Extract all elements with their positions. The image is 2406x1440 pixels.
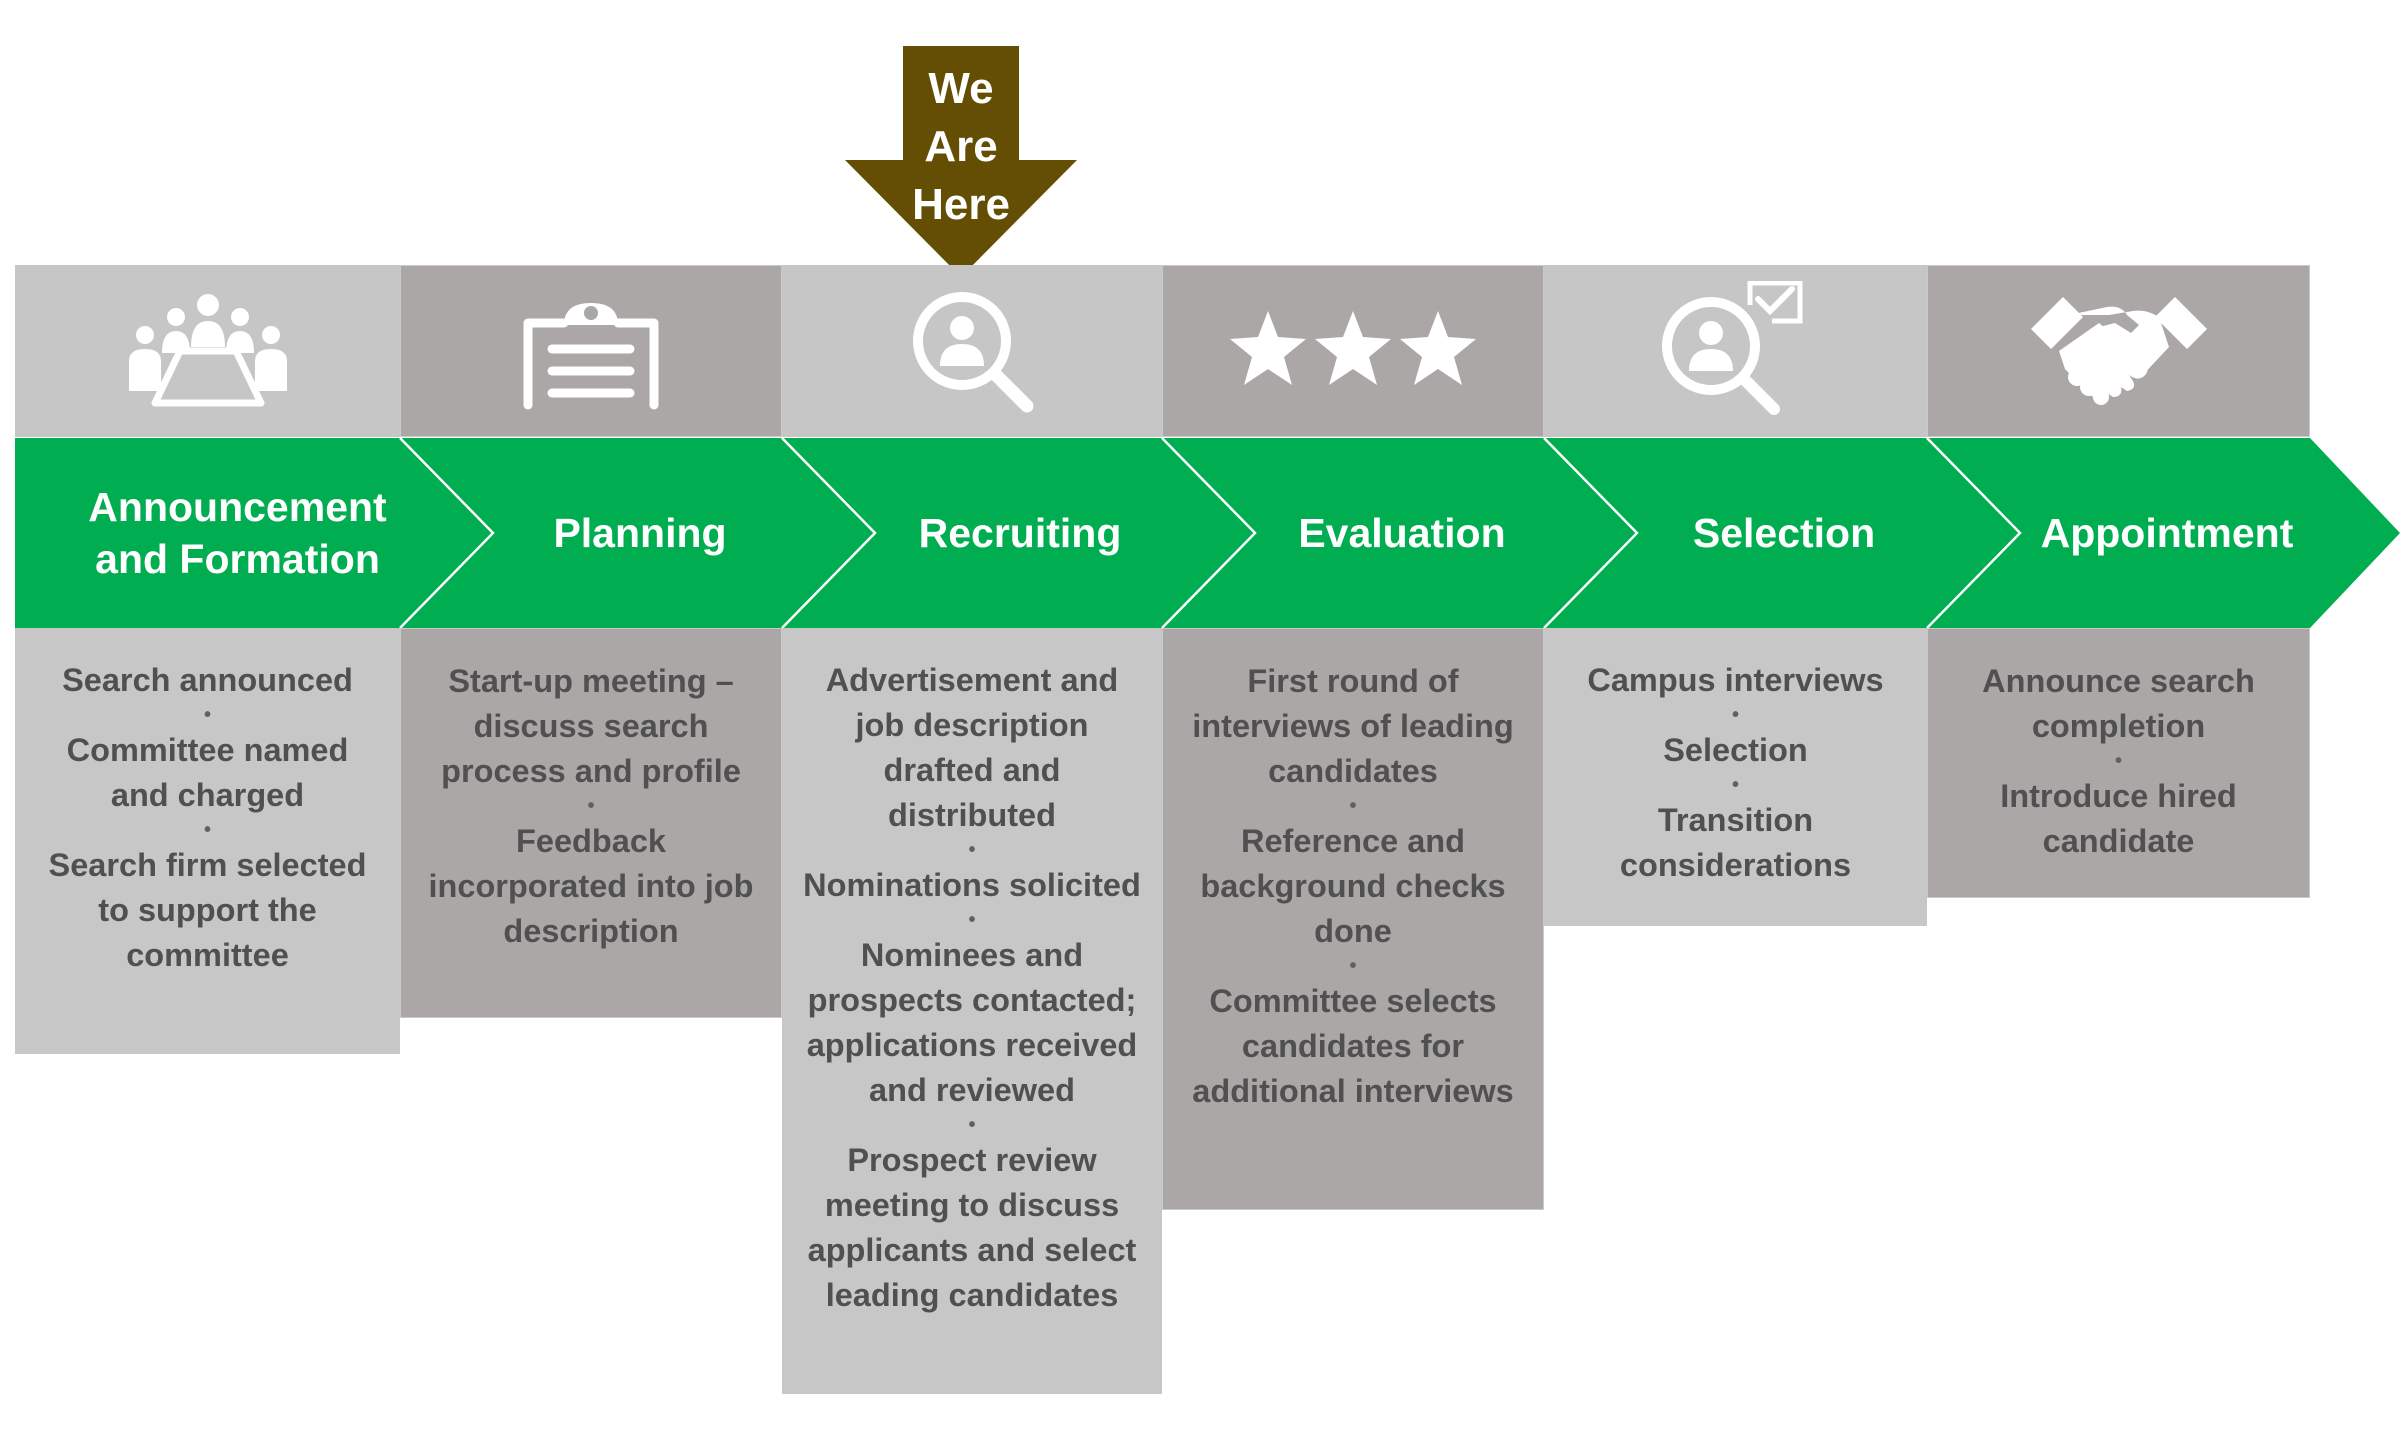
person-search-icon (913, 292, 1034, 413)
chevron-divider-5 (1926, 438, 2022, 628)
detail-item: Introduce hired candidate (2000, 778, 2237, 859)
detail-column-evaluation: First round of interviews of leading can… (1162, 628, 1544, 1210)
detail-column-recruiting: Advertisement and job description drafte… (782, 628, 1162, 1394)
handshake-icon (2030, 297, 2207, 405)
three-stars-icon (1230, 311, 1476, 385)
chevron-divider-2 (781, 438, 877, 628)
detail-item: Announce search completion (1982, 663, 2255, 744)
chevron-divider-4 (1543, 438, 1639, 628)
stage-label-planning: Planning (553, 510, 727, 556)
bullet-separator: • (2114, 750, 2122, 772)
chevron-divider-1 (399, 438, 495, 628)
marker-line-3: Here (912, 180, 1010, 229)
detail-item: Reference and background checks done (1200, 823, 1506, 949)
marker-line-1: We (928, 64, 994, 113)
detail-item: Nominees and prospects contacted; applic… (806, 937, 1138, 1108)
bullet-separator: • (968, 839, 976, 861)
bullet-separator: • (203, 704, 211, 726)
bullet-separator: • (1731, 704, 1739, 726)
icon-cell-selection (1544, 265, 1927, 437)
bullet-separator: • (968, 1114, 976, 1136)
detail-item: Prospect review meeting to discuss appli… (807, 1142, 1137, 1313)
detail-column-appointment: Announce search completion • Introduce h… (1927, 628, 2310, 898)
detail-column-planning: Start-up meeting – discuss search proces… (400, 628, 782, 1018)
bullet-separator: • (1349, 795, 1357, 817)
stage-label-recruiting: Recruiting (918, 510, 1122, 556)
icon-cell-evaluation (1162, 265, 1544, 437)
detail-item: Campus interviews (1587, 662, 1884, 698)
detail-item: Nominations solicited (803, 867, 1141, 903)
detail-item: First round of interviews of leading can… (1192, 663, 1514, 789)
stage-label-announcement: Announcement and Formation (88, 484, 387, 582)
icon-cell-announcement (15, 265, 400, 437)
chevron-band-fill (15, 438, 2400, 628)
bullet-separator: • (203, 819, 211, 841)
detail-item: Search announced (62, 662, 353, 698)
detail-item: Feedback incorporated into job descripti… (428, 823, 754, 949)
down-arrow-icon (845, 46, 1077, 277)
bullet-separator: • (968, 909, 976, 931)
bullet-separator: • (587, 795, 595, 817)
detail-item: Advertisement and job description drafte… (825, 662, 1119, 833)
detail-item: Committee named and charged (66, 732, 349, 813)
bullet-separator: • (1731, 774, 1739, 796)
icon-cell-appointment (1927, 265, 2310, 437)
icon-cell-recruiting (782, 265, 1162, 437)
stage-label-selection: Selection (1692, 510, 1876, 556)
we-are-here-label: We Are Here (903, 60, 1019, 234)
chevron-divider-3 (1161, 438, 1257, 628)
marker-line-2: Are (924, 122, 998, 171)
we-are-here-marker: We Are Here (843, 46, 1079, 279)
detail-column-announcement: Search announced • Committee named and c… (15, 628, 400, 1054)
process-chevron-band (15, 438, 2400, 628)
clipboard-icon (523, 303, 659, 410)
detail-item: Start-up meeting – discuss search proces… (441, 663, 741, 789)
meeting-table-icon (128, 294, 287, 407)
detail-item: Search firm selected to support the comm… (48, 847, 367, 973)
stage-label-evaluation: Evaluation (1298, 510, 1506, 556)
bullet-separator: • (1349, 955, 1357, 977)
person-search-check-icon (1661, 281, 1802, 415)
detail-column-selection: Campus interviews • Selection • Transiti… (1544, 628, 1927, 926)
stage-label-appointment: Appointment (2040, 510, 2294, 556)
detail-item: Committee selects candidates for additio… (1192, 983, 1514, 1109)
detail-item: Selection (1663, 732, 1808, 768)
detail-item: Transition considerations (1619, 802, 1852, 883)
icon-cell-planning (400, 265, 782, 437)
